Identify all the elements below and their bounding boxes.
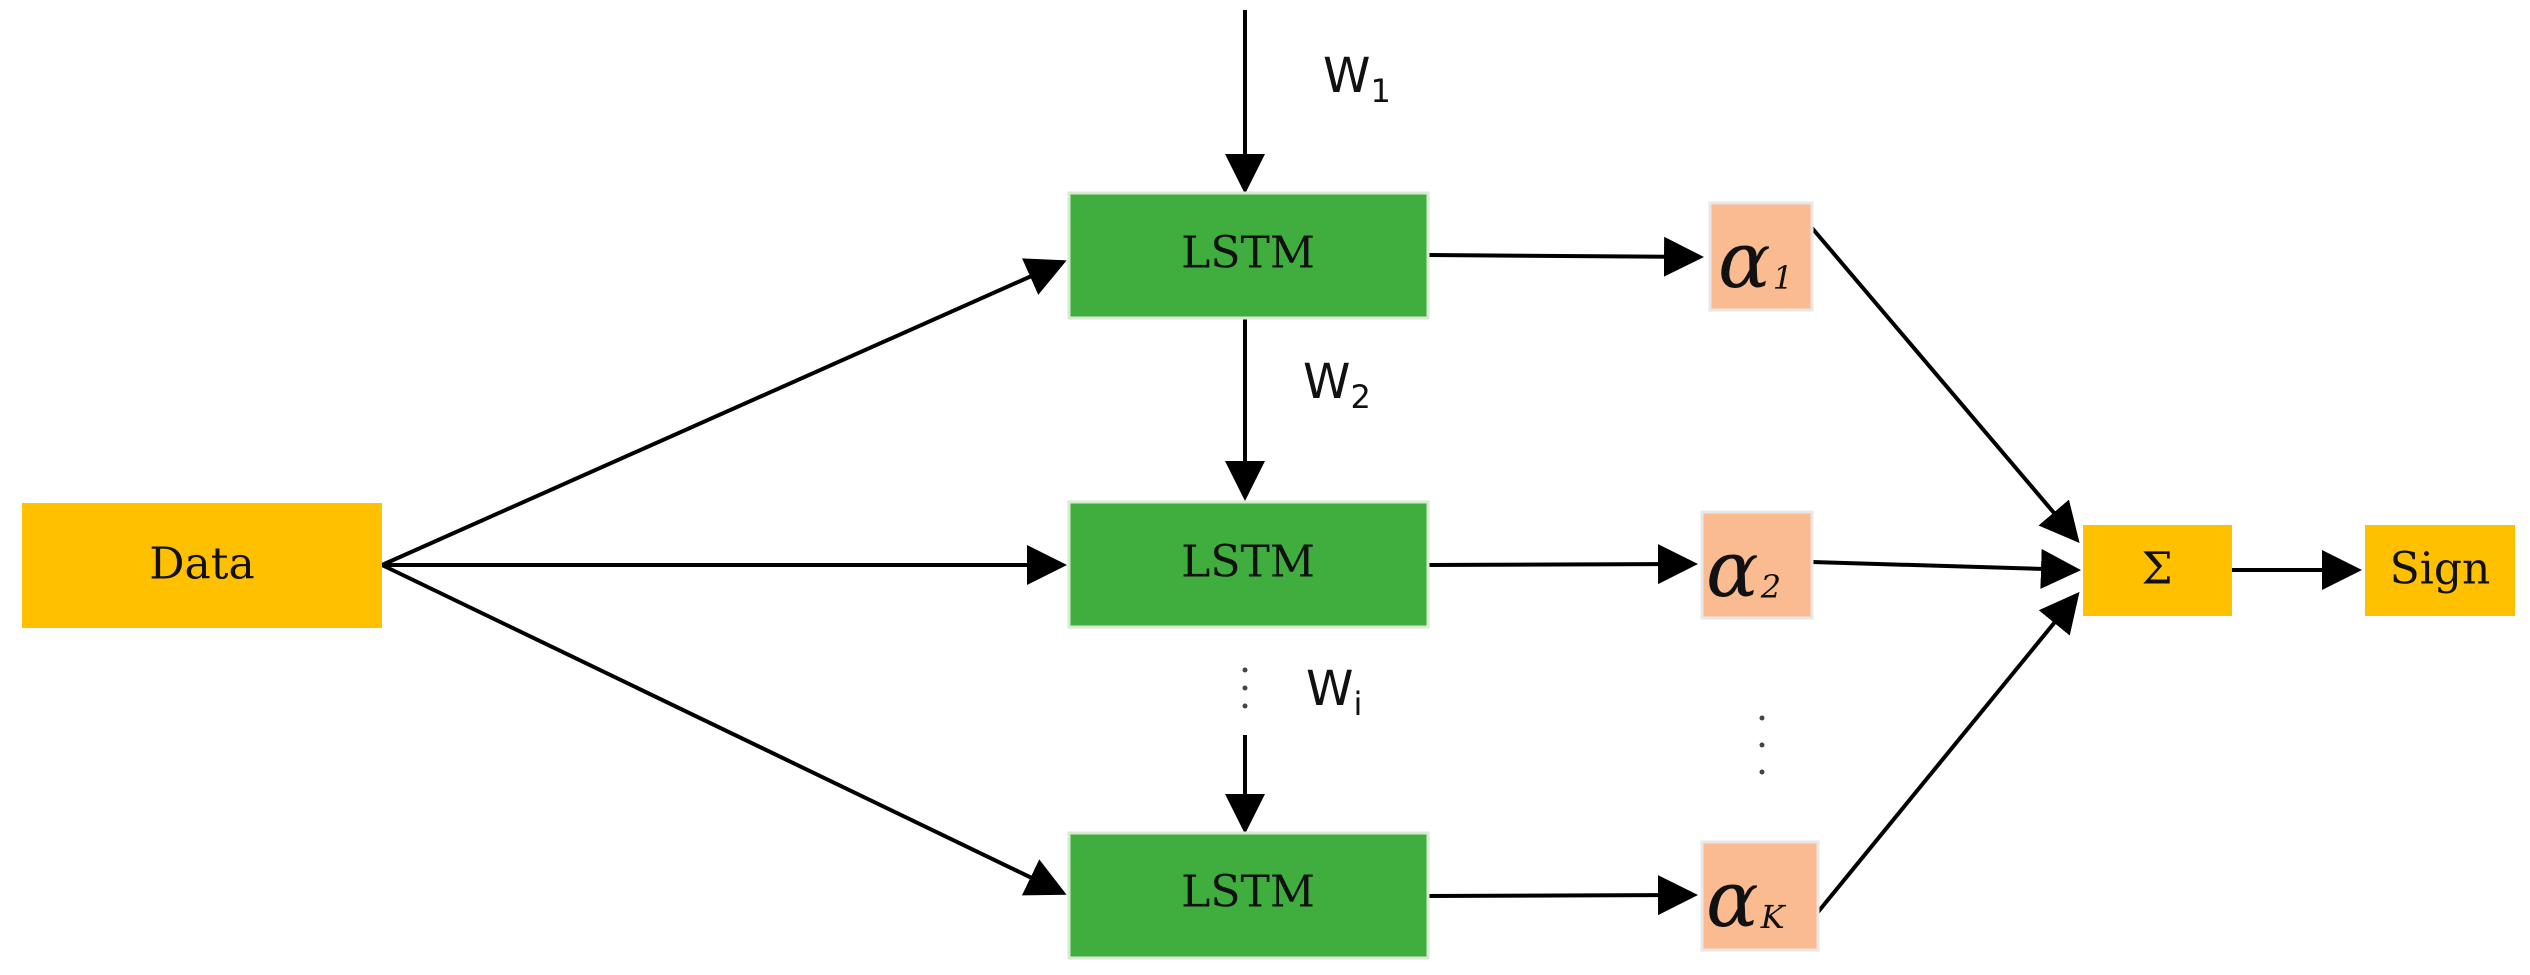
edge-lstm-k-to-alpha-k	[1427, 875, 1698, 916]
edge-alpha-2-to-sum	[1811, 548, 2081, 589]
sum-box	[2083, 525, 2232, 616]
lstm-node-1: LSTM	[1067, 191, 1430, 320]
edge-alpha-k-to-sum	[1816, 591, 2080, 914]
lstm-node-2: LSTM	[1067, 500, 1430, 629]
edge-data-to-lstm-k	[381, 563, 1067, 896]
edge-lstm-1-to-alpha-1	[1427, 236, 1704, 277]
alpha-box-k	[1700, 840, 1820, 952]
alpha-symbol-1: α1	[1718, 216, 1793, 306]
alpha-symbol-k: αK	[1706, 855, 1787, 945]
edge-alpha-1-to-sum	[1810, 226, 2080, 544]
alpha-symbol-2: α2	[1706, 525, 1781, 615]
alpha-node-k: αK	[1700, 840, 1820, 952]
lstm-label-2: LSTM	[1181, 537, 1315, 588]
lstm-node-k: LSTM	[1067, 831, 1430, 960]
lstm-label-k: LSTM	[1181, 867, 1315, 918]
ellipsis-alpha-column	[1759, 715, 1765, 775]
alpha-node-1: α1	[1708, 201, 1814, 312]
data-node: Data	[22, 503, 382, 628]
sign-label: Sign	[2390, 544, 2491, 595]
lstm-box-1	[1067, 191, 1430, 320]
edge-lstm-2-to-alpha-2	[1427, 544, 1698, 585]
alpha-box-1	[1708, 201, 1814, 312]
lstm-label-1: LSTM	[1181, 228, 1315, 279]
weight-label-w1: W1	[1323, 48, 1391, 110]
alpha-node-2: α2	[1700, 510, 1814, 620]
sum-symbol: Σ	[2141, 544, 2172, 595]
alpha-box-2	[1700, 510, 1814, 620]
lstm-box-k	[1067, 831, 1430, 960]
sum-node: Σ	[2083, 525, 2232, 616]
weight-label-wi: Wi	[1306, 661, 1362, 723]
ellipsis-lstm-column	[1242, 667, 1248, 709]
data-box	[22, 503, 382, 628]
edge-data-to-lstm-1	[381, 258, 1067, 567]
sign-node: Sign	[2365, 525, 2515, 616]
sign-box	[2365, 525, 2515, 616]
edges	[381, 10, 2362, 916]
weight-label-w2: W2	[1303, 354, 1371, 416]
data-label: Data	[149, 539, 254, 590]
lstm-box-2	[1067, 500, 1430, 629]
